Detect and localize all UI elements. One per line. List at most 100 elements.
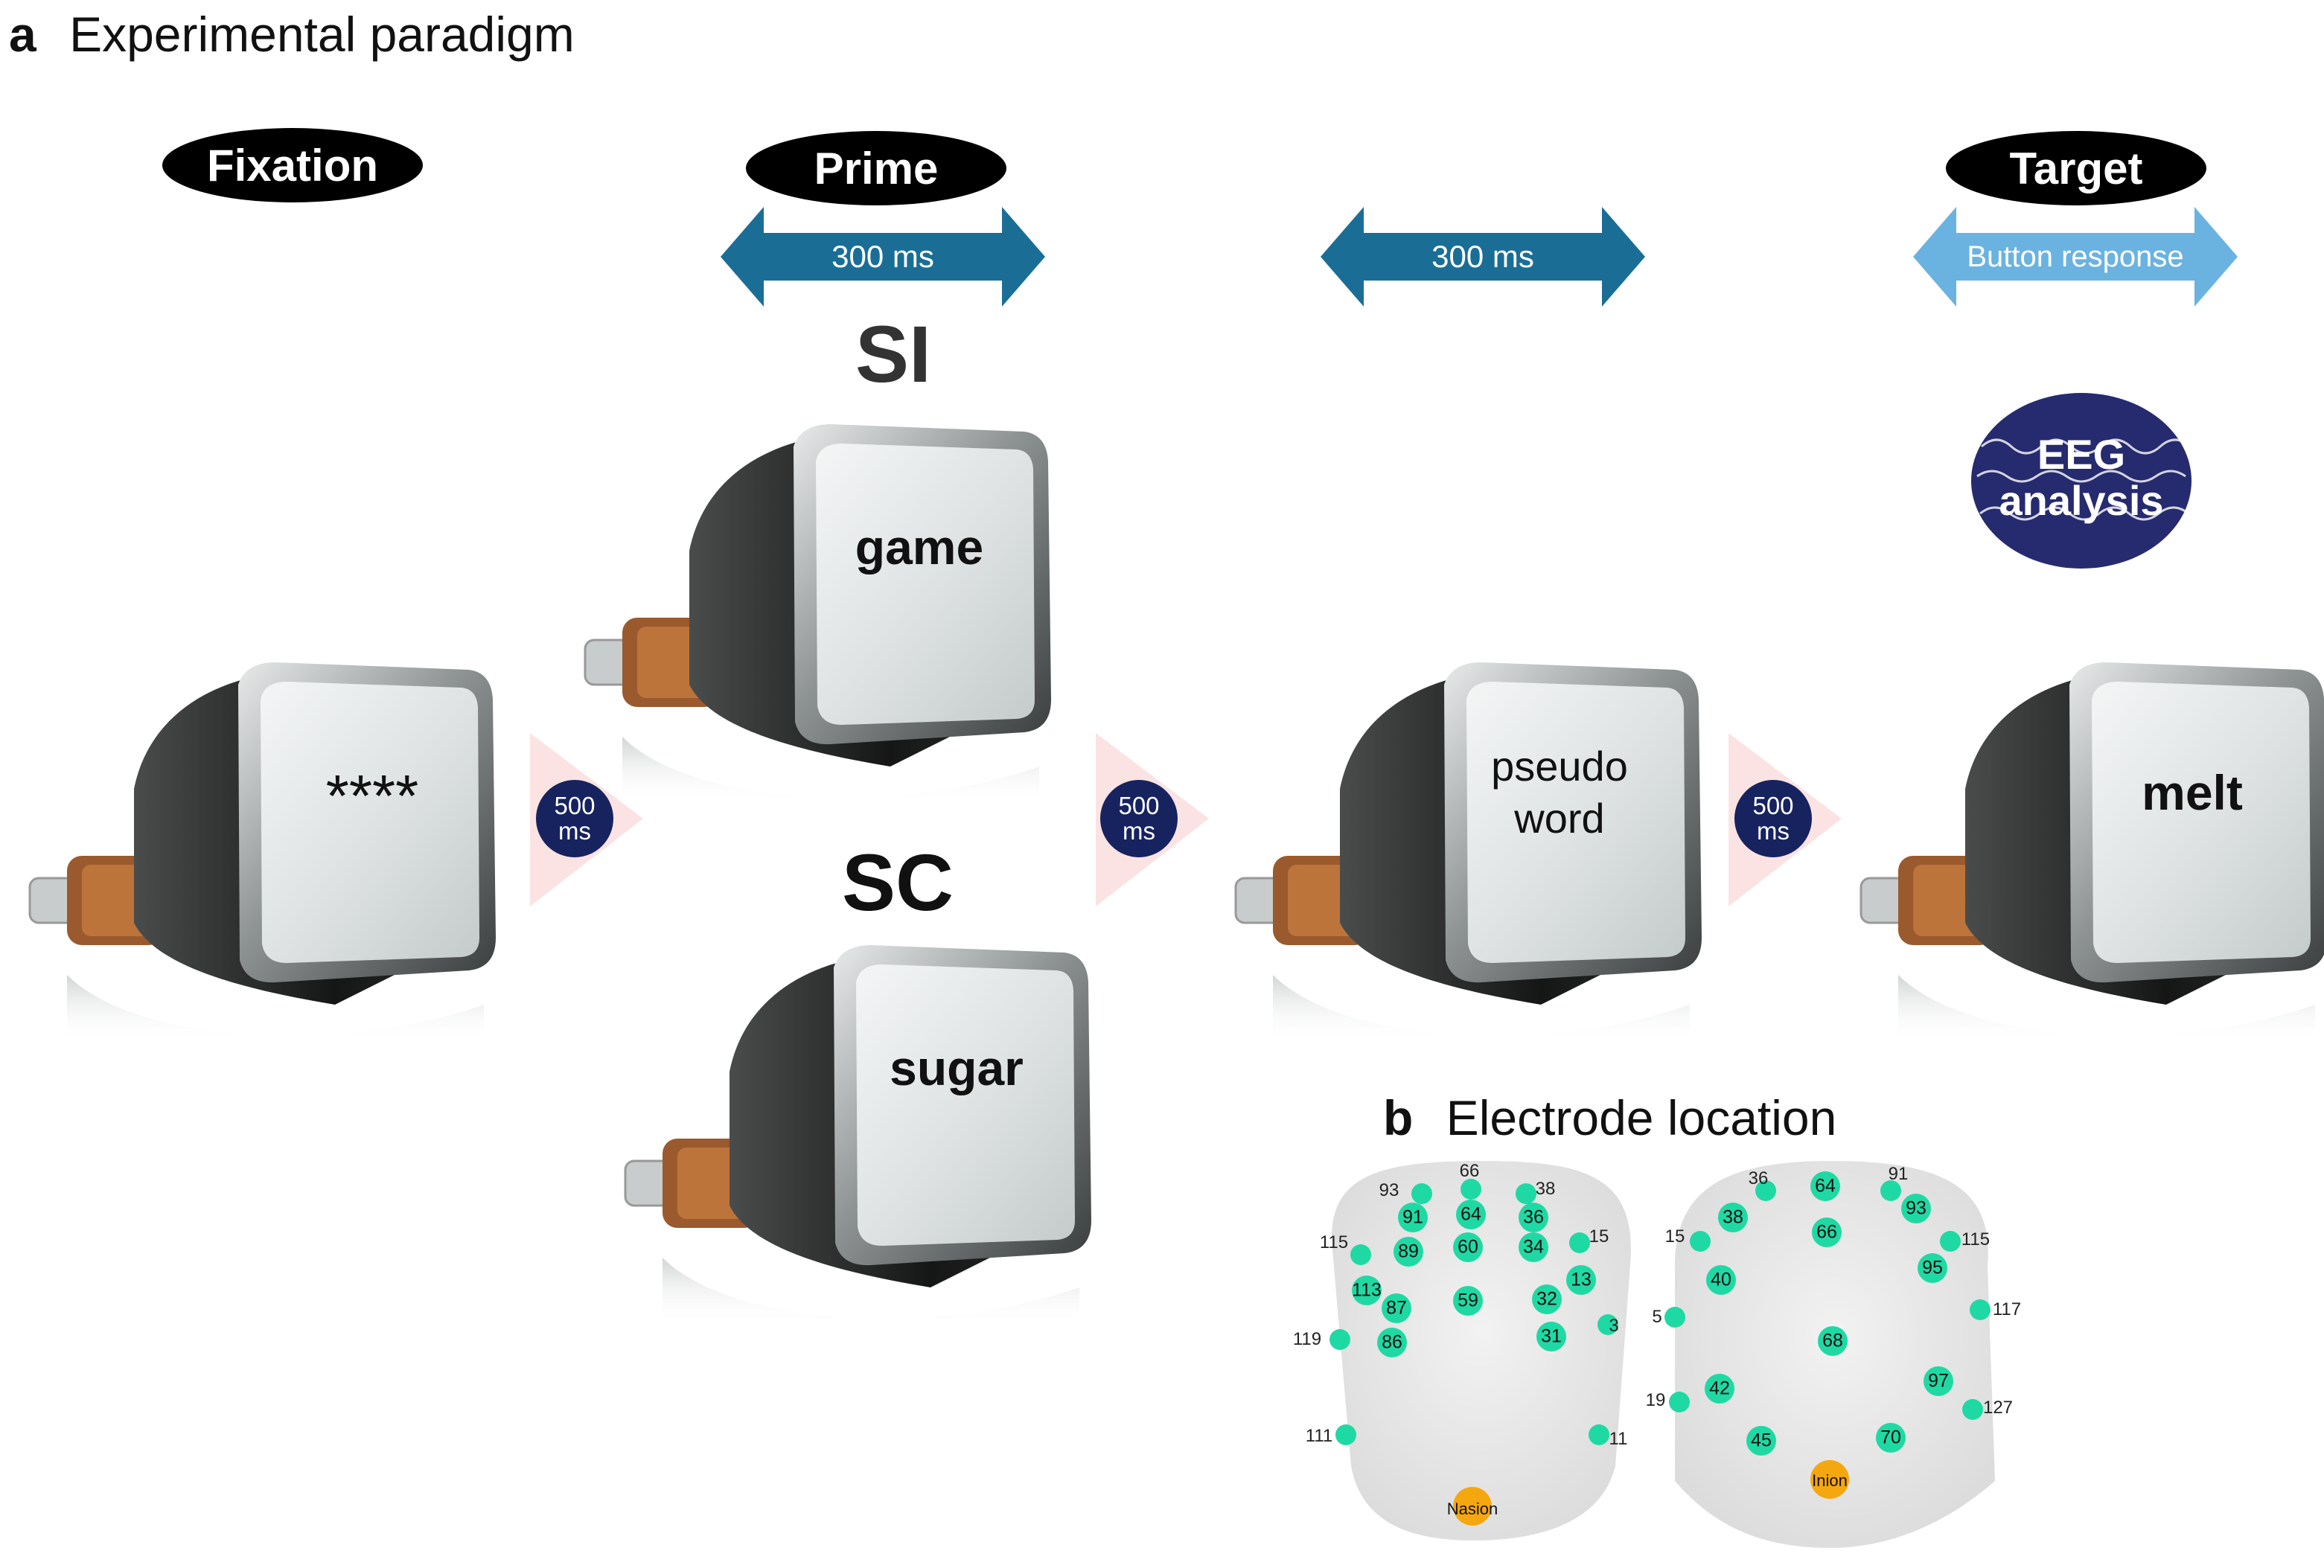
electrode-dot xyxy=(1329,1329,1350,1350)
electrode-edge-label: 115 xyxy=(1961,1229,1991,1249)
crt-monitor-pseudoword xyxy=(1234,661,1703,1042)
electrode-label: 70 xyxy=(1880,1427,1901,1448)
isi-marker-1 xyxy=(530,733,643,906)
electrode-dot xyxy=(1690,1231,1711,1252)
electrode-dot xyxy=(1453,1232,1483,1262)
electrode-edge-label: 36 xyxy=(1748,1168,1769,1188)
electrode-dot xyxy=(1456,1200,1486,1229)
electrode-label: 42 xyxy=(1709,1377,1730,1399)
isi-unit: ms xyxy=(558,817,591,845)
electrode-dot xyxy=(1382,1293,1411,1323)
electrode-dot xyxy=(1755,1180,1776,1201)
electrode-dot xyxy=(1706,1265,1736,1295)
electrode-label: 13 xyxy=(1571,1269,1592,1290)
electrode-edge-label: 15 xyxy=(1589,1226,1609,1247)
front-electrodes xyxy=(1329,1179,1618,1526)
electrode-dot xyxy=(1901,1194,1931,1223)
pseudoword-line-2: word xyxy=(1514,795,1605,842)
electrode-label: 36 xyxy=(1523,1206,1544,1228)
electrode-dot xyxy=(1516,1183,1536,1204)
prime-duration-arrow xyxy=(721,207,1045,307)
electrode-dot xyxy=(1962,1399,1983,1420)
electrode-dot xyxy=(1818,1326,1848,1356)
electrode-label: 93 xyxy=(1906,1197,1926,1219)
panel-a-title: Experimental paradigm xyxy=(69,7,575,62)
electrode-edge-label: 5 xyxy=(1652,1307,1662,1327)
nasion-dot xyxy=(1453,1487,1492,1526)
electrode-label: 86 xyxy=(1382,1331,1402,1353)
condition-sc-label: SC xyxy=(841,836,954,927)
target-screen-text: melt xyxy=(2142,765,2243,820)
electrode-dot xyxy=(1377,1328,1407,1357)
electrode-label: 95 xyxy=(1922,1257,1943,1279)
electrode-dot xyxy=(1669,1392,1690,1412)
electrode-dot xyxy=(1411,1183,1432,1204)
electrode-label: 59 xyxy=(1458,1290,1478,1311)
electrode-label: 113 xyxy=(1352,1279,1382,1301)
electrode-edge-label: 11 xyxy=(1609,1429,1628,1449)
back-electrodes xyxy=(1664,1171,1991,1499)
panel-a-letter: a xyxy=(9,7,36,62)
electrode-dot xyxy=(1519,1203,1548,1232)
electrode-dot xyxy=(1335,1424,1356,1445)
electrode-dot xyxy=(1810,1171,1840,1201)
electrode-label: 45 xyxy=(1751,1430,1772,1451)
electrode-label: 32 xyxy=(1536,1288,1557,1310)
electrode-label: 64 xyxy=(1461,1203,1481,1225)
fixation-screen-text: **** xyxy=(325,763,419,829)
electrode-edge-label: 119 xyxy=(1292,1329,1322,1349)
target-response-label: Button response xyxy=(1967,240,2184,273)
eeg-badge-text: EEG analysis xyxy=(1980,432,2183,536)
phase-prime-label: Prime xyxy=(746,131,1006,205)
electrode-label: 34 xyxy=(1523,1236,1544,1258)
electrode-label: 68 xyxy=(1822,1330,1843,1351)
eeg-badge-line-1: EEG xyxy=(2037,431,2126,478)
electrode-label: 31 xyxy=(1541,1325,1562,1347)
isi-marker-3 xyxy=(1728,733,1842,906)
electrode-edge-label: 91 xyxy=(1888,1164,1909,1184)
electrode-dot xyxy=(1398,1203,1428,1232)
inion-label: Inion xyxy=(1812,1471,1848,1490)
isi-label-2: 500 ms xyxy=(1102,781,1176,856)
phase-fixation-label: Fixation xyxy=(162,128,423,202)
electrode-dot xyxy=(1350,1244,1371,1265)
electrode-edge-label: 15 xyxy=(1664,1226,1685,1247)
electrode-dot xyxy=(1705,1374,1734,1404)
isi-unit: ms xyxy=(1123,817,1155,845)
electrode-dot xyxy=(1532,1284,1562,1314)
electrode-edge-label: 3 xyxy=(1609,1316,1619,1336)
electrode-dot xyxy=(1597,1314,1618,1335)
electrode-dot xyxy=(1918,1253,1947,1283)
electrode-label: 87 xyxy=(1386,1297,1407,1319)
electrode-dot xyxy=(1664,1307,1685,1328)
electrode-label: 91 xyxy=(1402,1206,1423,1228)
electrode-label: 66 xyxy=(1816,1221,1837,1243)
electrode-dot xyxy=(1536,1322,1566,1351)
electrode-label: 64 xyxy=(1815,1175,1836,1197)
electrode-dot xyxy=(1924,1366,1953,1396)
isi-value: 500 xyxy=(554,792,596,819)
isi-marker-2 xyxy=(1096,733,1209,906)
pseudoword-screen-text: pseudo word xyxy=(1459,737,1660,848)
electrode-dot xyxy=(1970,1299,1991,1320)
electrode-edge-label: 38 xyxy=(1535,1179,1556,1199)
electrode-edge-label: 115 xyxy=(1319,1232,1349,1252)
electrode-dot xyxy=(1812,1217,1842,1247)
crt-monitor-prime-si xyxy=(584,423,1053,804)
electrode-dot xyxy=(1569,1232,1590,1253)
electrode-dot xyxy=(1718,1203,1748,1232)
eeg-analysis-badge xyxy=(1971,393,2191,569)
isi-value: 500 xyxy=(1752,792,1794,819)
electrode-dot xyxy=(1461,1179,1481,1200)
electrode-label: 97 xyxy=(1928,1370,1949,1392)
panel-b-heading: b Electrode location xyxy=(1383,1087,1836,1149)
electrode-label: 89 xyxy=(1398,1241,1419,1262)
nasion-label: Nasion xyxy=(1446,1500,1498,1518)
condition-si-label: SI xyxy=(855,308,932,399)
electrode-dot xyxy=(1940,1231,1961,1252)
electrode-dot xyxy=(1453,1286,1483,1316)
electrode-dot xyxy=(1566,1265,1596,1295)
middle-duration-label: 300 ms xyxy=(1431,239,1534,274)
isi-unit: ms xyxy=(1757,817,1790,845)
electrode-dot xyxy=(1880,1180,1901,1201)
